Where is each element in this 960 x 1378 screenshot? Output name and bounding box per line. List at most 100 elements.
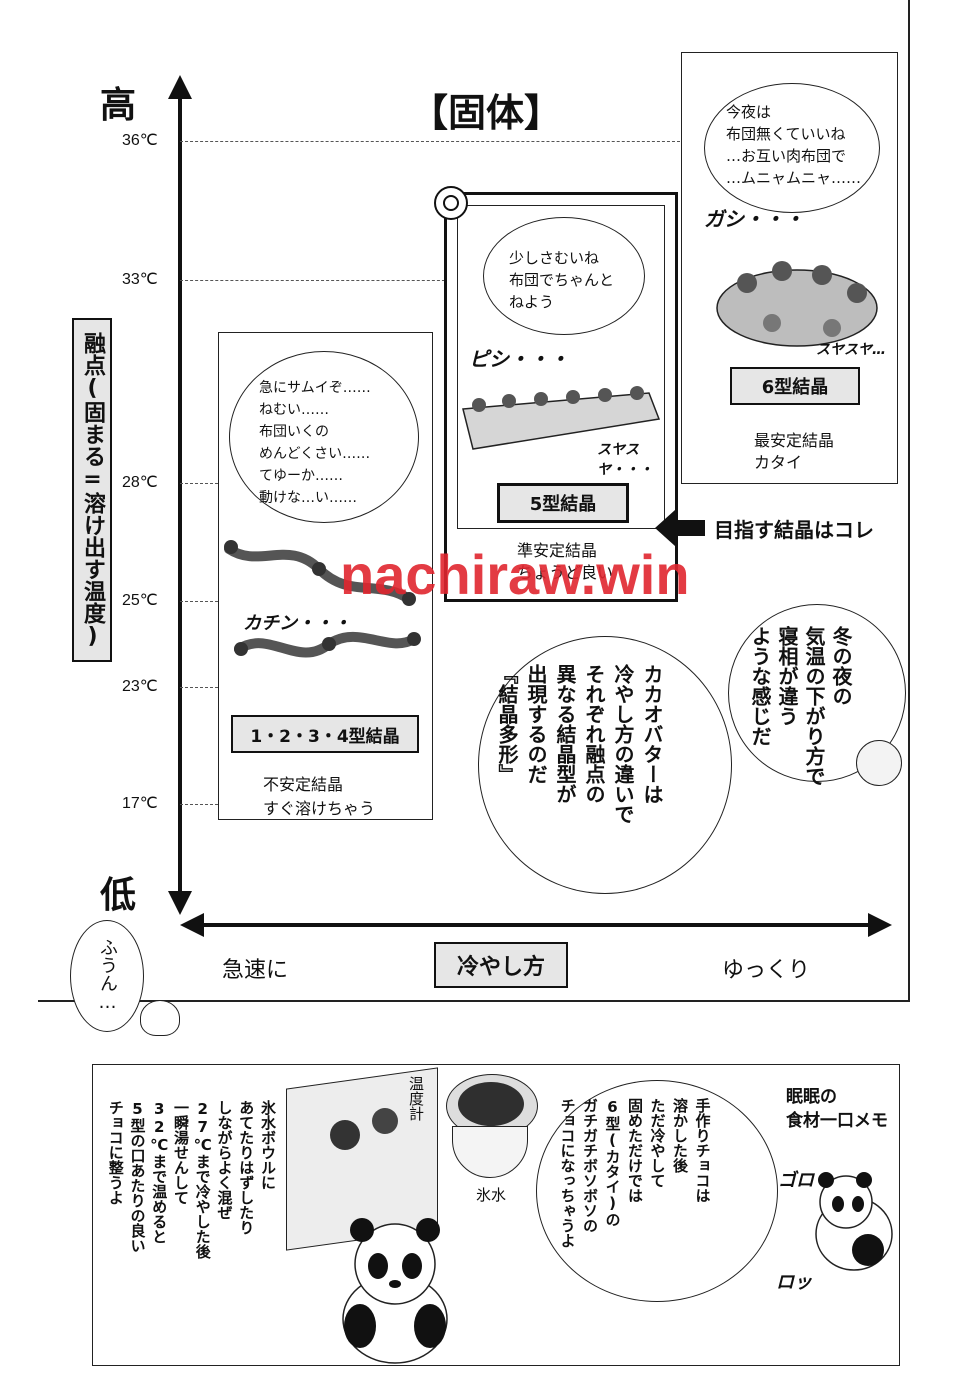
bubble-type6-line2: 布団無くていいね <box>726 125 846 143</box>
cacao-line3: それぞれ融点の <box>582 664 606 804</box>
thermometer-label: 温度計 <box>407 1076 425 1121</box>
bubble-type1234-line5: てゆーか…… <box>259 468 343 484</box>
guide-25 <box>180 601 218 602</box>
panel-divider <box>38 1000 910 1002</box>
panel-type6: 今夜は 布団無くていいね …お互い肉布団で …ムニャムニャ…… ガシ・・・ スヤ… <box>681 52 898 484</box>
fun-text: ふうん… <box>97 938 118 1013</box>
y-axis <box>168 75 192 915</box>
desc-type1234-line1: 不安定結晶 <box>263 775 344 794</box>
sfx2-type6: スヤスヤ… <box>816 342 886 358</box>
guide-33 <box>180 280 450 281</box>
page-frame-right <box>908 0 910 1002</box>
small-character-icon <box>140 1000 180 1036</box>
left-note-line4: 27℃まで冷やした後 <box>193 1100 212 1259</box>
left-note-line3: しながらよく混ぜ <box>215 1100 234 1220</box>
cacao-explanation-bubble <box>478 636 732 894</box>
arrow-note: 目指す結晶はコレ <box>714 518 874 542</box>
temp-17: 17℃ <box>122 795 158 812</box>
sfx-type5: ピシ・・・ <box>469 347 569 371</box>
sfx-type6: ガシ・・・ <box>704 207 804 231</box>
watermark: nachiraw.win <box>340 543 690 606</box>
target-circle-icon <box>434 186 468 220</box>
melted-chocolate <box>458 1082 524 1126</box>
chart-title: 【固体】 <box>410 91 563 135</box>
speech-bubble-type1234 <box>229 351 419 523</box>
panda-sitting-icon <box>342 1218 448 1364</box>
label-type6: 6型結晶 <box>730 367 860 405</box>
left-note-line1: 氷水ボウルに <box>259 1100 277 1190</box>
x-axis <box>180 913 892 937</box>
sleeping-pile-illustration <box>716 261 878 347</box>
desc-type5-line2: ちょうど良い <box>517 563 614 582</box>
panel-type5-inner-border <box>457 205 665 529</box>
bubble-type6-line1: 今夜は <box>726 103 772 121</box>
right-note-line7: チョコになっちゃうよ <box>558 1098 577 1248</box>
left-note-line2: あてたりはずしたり <box>237 1100 256 1235</box>
winter-text: 冬の夜の 気温の下がり方で 寝相が違う ような感じだ <box>746 626 854 786</box>
x-left-label: 急速に <box>222 958 289 983</box>
winter-line2: 気温の下がり方で <box>802 626 826 786</box>
x-right-label: ゆっくり <box>722 958 811 983</box>
temp-33: 33℃ <box>122 271 158 288</box>
scattered-sleepers-illustration <box>224 540 421 658</box>
temp-23: 23℃ <box>122 678 158 695</box>
character-face-icon <box>856 740 902 786</box>
y-high-label: 高 <box>100 85 137 126</box>
futon-row-illustration <box>462 386 661 450</box>
speech-bubble-type5 <box>483 217 645 335</box>
panel-type5: 少しさむいね 布団でちゃんと ねよう ピシ・・・ スヤスヤ・・・ 5型結晶 準安… <box>444 192 678 602</box>
temp-25: 25℃ <box>122 592 158 609</box>
right-note-line6: ガチガチボソボソの <box>581 1098 599 1233</box>
bubble-type5-line3: ねよう <box>509 293 555 311</box>
winter-line1: 冬の夜の <box>829 626 853 706</box>
guide-23 <box>180 687 218 688</box>
heart-chocolate <box>330 1120 360 1150</box>
guide-17 <box>180 804 218 805</box>
bubble-type1234-line4: めんどくさい…… <box>259 446 371 462</box>
cacao-text: カカオバターは 冷やし方の違いで それぞれ融点の 異なる結晶型が 出現するのだ … <box>492 664 666 894</box>
right-note-line4: 固めただけでは <box>626 1098 644 1203</box>
desc-type6-line2: カタイ <box>754 453 803 472</box>
sfx-type1234: カチン・・・ <box>243 613 351 634</box>
y-axis-label: 融点(固まる=溶け出す温度) <box>72 318 112 662</box>
sfx2-type5: スヤスヤ・・・ <box>597 442 653 478</box>
right-memo-bubble <box>536 1080 778 1302</box>
desc-type5-line1: 準安定結晶 <box>517 541 598 560</box>
speech-bubble-type6 <box>704 83 880 213</box>
bubble-type1234-line3: 布団いくの <box>259 424 329 440</box>
temp-36: 36℃ <box>122 132 158 149</box>
winter-line3: 寝相が違う <box>775 626 799 726</box>
winter-line4: ような感じだ <box>748 626 772 746</box>
right-note-line3: ただ冷やして <box>648 1098 667 1188</box>
cacao-line2: 冷やし方の違いで <box>611 664 635 824</box>
guide-36 <box>180 141 680 142</box>
cacao-line6: 『結晶多形』 <box>495 664 519 784</box>
x-axis-label: 冷やし方 <box>434 942 568 988</box>
label-type5: 5型結晶 <box>497 483 629 523</box>
cacao-line4: 異なる結晶型が <box>553 664 577 804</box>
y-low-label: 低 <box>100 875 137 916</box>
temp-28: 28℃ <box>122 474 158 491</box>
ice-water-label: 氷水 <box>476 1186 507 1204</box>
fun-bubble <box>70 920 144 1032</box>
desc-type6-line1: 最安定結晶 <box>754 431 835 450</box>
right-note-line1: 手作りチョコは <box>693 1098 712 1203</box>
sfx-ro: ロッ <box>776 1272 812 1293</box>
bubble-type1234-line2: ねむい…… <box>259 402 329 418</box>
left-note-line6: 32℃まで温めると <box>150 1100 169 1244</box>
bubble-type5-line1: 少しさむいね <box>509 249 600 267</box>
bubble-type5-line2: 布団でちゃんと <box>509 271 615 289</box>
panda-rolling-icon <box>815 1172 893 1271</box>
panel-type1234: 急にサムイぞ…… ねむい…… 布団いくの めんどくさい…… てゆーか…… 動けな… <box>218 332 433 820</box>
bubble-type6-line3: …お互い肉布団で <box>726 147 847 165</box>
guide-28 <box>180 483 218 484</box>
sfx-goro: ゴロ <box>778 1170 814 1191</box>
bubble-type6-line4: …ムニャムニャ…… <box>726 169 862 187</box>
right-memo-note: 手作りチョコは 溶かした後 ただ冷やして 固めただけでは 6型(カタイ)の ガチ… <box>556 1098 714 1288</box>
left-memo-note: 氷水ボウルに あてたりはずしたり しながらよく混ぜ 27℃まで冷やした後 一瞬湯… <box>104 1100 278 1340</box>
label-type1234: 1・2・3・4型結晶 <box>231 715 419 753</box>
right-note-line2: 溶かした後 <box>671 1098 689 1173</box>
heart-chocolate-2 <box>372 1108 398 1134</box>
left-note-line8: チョコに整うよ <box>106 1100 125 1205</box>
left-note-line5: 一瞬湯せんして <box>172 1100 190 1205</box>
